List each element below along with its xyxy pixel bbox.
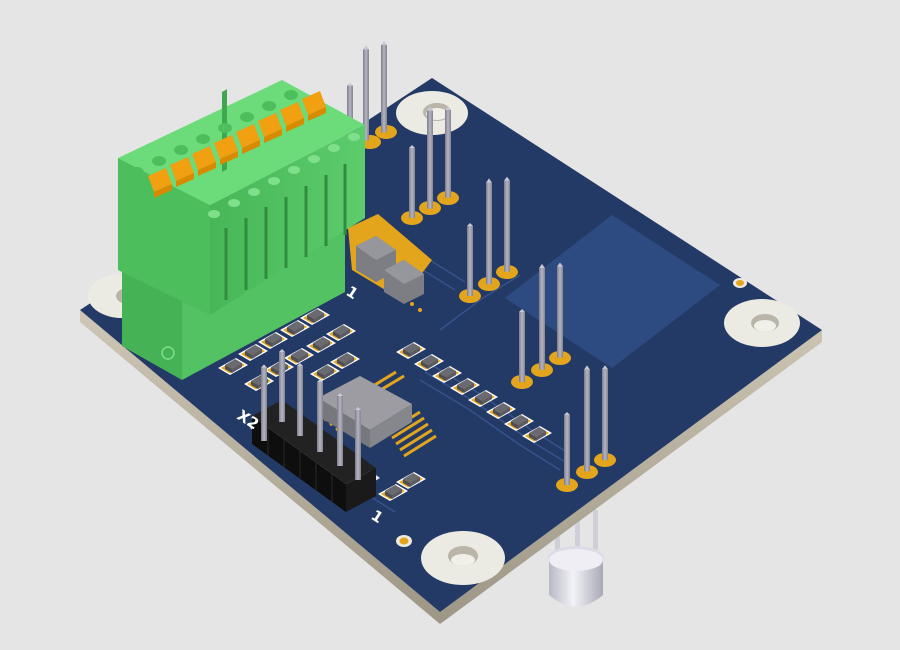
pin-header-x2: X2 1 — [234, 349, 386, 527]
mounting-hole-right — [724, 278, 800, 347]
ic-chip — [317, 370, 437, 458]
mounting-hole-bottom — [396, 531, 505, 585]
power-inductors: 1 — [343, 214, 432, 312]
terminal-levers — [148, 91, 326, 198]
led-component — [548, 510, 604, 607]
terminal-block — [118, 80, 365, 380]
